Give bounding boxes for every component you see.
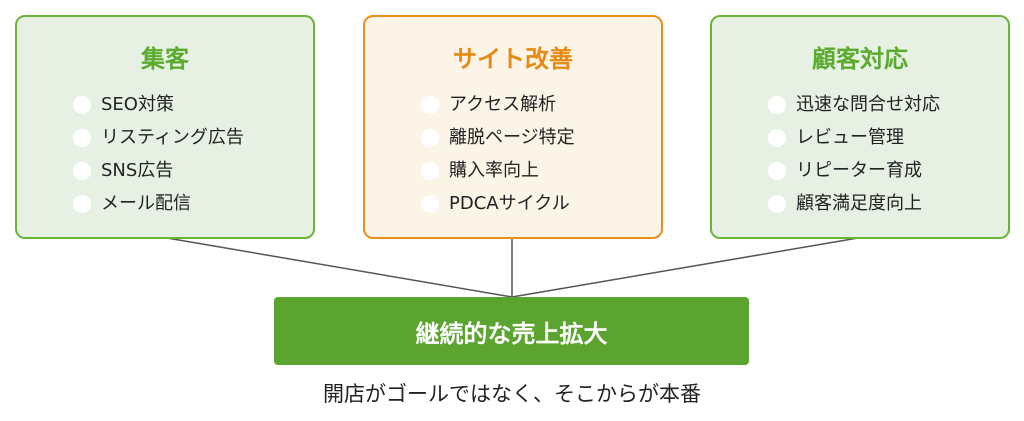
box-acquisition: 集客 SEO対策 リスティング広告 SNS広告 メール配信 bbox=[15, 15, 315, 239]
list-item: レビュー管理 bbox=[768, 121, 1008, 154]
list-item: SEO対策 bbox=[73, 88, 313, 121]
box-site-improvement: サイト改善 アクセス解析 離脱ページ特定 購入率向上 PDCAサイクル bbox=[363, 15, 663, 239]
bullet-icon bbox=[73, 128, 91, 147]
box-title: 顧客対応 bbox=[812, 45, 908, 73]
connector-right bbox=[511, 237, 859, 298]
bullet-icon bbox=[421, 161, 439, 180]
list-item: 離脱ページ特定 bbox=[421, 121, 661, 154]
bullet-icon bbox=[73, 161, 91, 180]
list-item: 購入率向上 bbox=[421, 154, 661, 187]
bullet-icon bbox=[421, 95, 439, 114]
list-item: アクセス解析 bbox=[421, 88, 661, 121]
list-item: PDCAサイクル bbox=[421, 187, 661, 220]
bullet-icon bbox=[73, 194, 91, 213]
list-item: 顧客満足度向上 bbox=[768, 187, 1008, 220]
main-goal-box: 継続的な売上拡大 bbox=[274, 297, 749, 365]
box-title: 集客 bbox=[141, 45, 189, 73]
connector-left bbox=[166, 237, 513, 298]
bullet-icon bbox=[768, 128, 786, 147]
bullet-icon bbox=[421, 128, 439, 147]
list-item: メール配信 bbox=[73, 187, 313, 220]
box-customer-support: 顧客対応 迅速な問合せ対応 レビュー管理 リピーター育成 顧客満足度向上 bbox=[710, 15, 1010, 239]
caption: 開店がゴールではなく、そこからが本番 bbox=[323, 382, 701, 406]
bullet-icon bbox=[768, 194, 786, 213]
bullet-icon bbox=[421, 194, 439, 213]
bullet-icon bbox=[73, 95, 91, 114]
list-item: 迅速な問合せ対応 bbox=[768, 88, 1008, 121]
bullet-icon bbox=[768, 161, 786, 180]
list-item: リピーター育成 bbox=[768, 154, 1008, 187]
box-title: サイト改善 bbox=[453, 45, 573, 73]
list-item: SNS広告 bbox=[73, 154, 313, 187]
list-item: リスティング広告 bbox=[73, 121, 313, 154]
bullet-icon bbox=[768, 95, 786, 114]
